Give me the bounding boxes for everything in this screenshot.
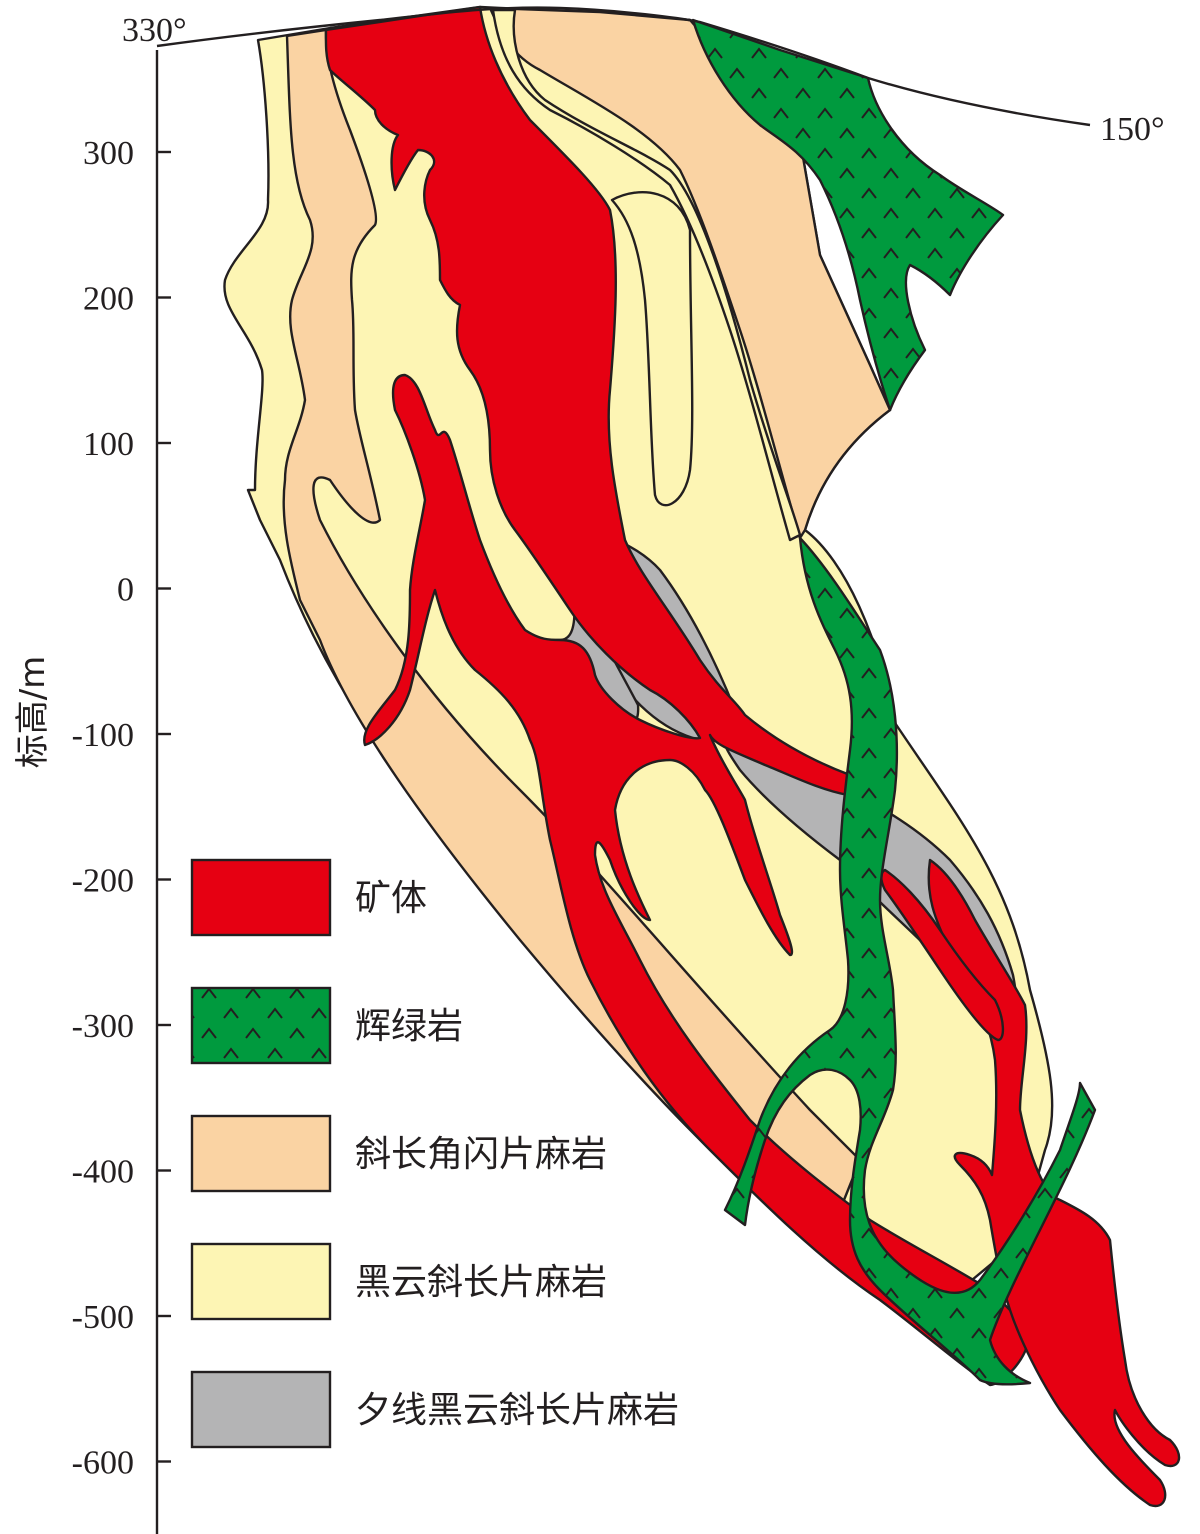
diabase-upper-pattern	[693, 20, 1003, 410]
legend-item: 辉绿岩	[190, 986, 463, 1065]
axis-tick-label: -300	[72, 1008, 134, 1045]
legend-item: 夕线黑云斜长片麻岩	[190, 1370, 679, 1449]
legend-swatch	[190, 1242, 332, 1321]
axis-tick-label: -400	[72, 1154, 134, 1191]
axis-tick-label: -100	[72, 717, 134, 754]
legend-label: 夕线黑云斜长片麻岩	[355, 1390, 679, 1431]
topographic-surface	[156, 6, 1091, 127]
legend-label: 黑云斜长片麻岩	[355, 1262, 607, 1303]
legend-item: 斜长角闪片麻岩	[190, 1114, 607, 1193]
elevation-axis: 300 200 100 0 -100 -200 -300 -400 -500 -600 标高/m	[13, 50, 171, 1534]
biotite-plagio-gneiss-band	[491, 8, 802, 542]
legend-label: 斜长角闪片麻岩	[355, 1134, 607, 1175]
legend-swatch	[190, 1114, 332, 1193]
geologic-units	[223, 5, 1181, 1508]
axis-tick-label: 100	[83, 426, 134, 463]
axis-tick-label: -200	[72, 863, 134, 900]
axis-tick-label: 200	[83, 281, 134, 318]
plagio-amphibolite-gneiss-left	[282, 28, 862, 1247]
legend-label: 矿体	[355, 878, 427, 919]
chevron-icon	[192, 988, 330, 1063]
axis-tick-label: 300	[83, 135, 134, 172]
direction-label-left: 330°	[122, 12, 187, 49]
ore-body-middle	[880, 868, 1005, 1042]
legend-swatch	[190, 1370, 332, 1449]
legend-label: 辉绿岩	[355, 1006, 463, 1047]
axis-tick-label: -600	[72, 1445, 134, 1482]
legend-swatch	[190, 858, 332, 937]
axis-tick-label: -500	[72, 1299, 134, 1336]
axis-tick-label: 0	[117, 572, 134, 609]
legend-item: 矿体	[190, 858, 427, 937]
ore-body-main	[324, 5, 1032, 1387]
legend-item: 黑云斜长片麻岩	[190, 1242, 607, 1321]
direction-label-right: 150°	[1100, 111, 1165, 148]
biotite-plagio-gneiss-inner	[610, 191, 694, 507]
axis-title: 标高/m	[13, 656, 53, 769]
